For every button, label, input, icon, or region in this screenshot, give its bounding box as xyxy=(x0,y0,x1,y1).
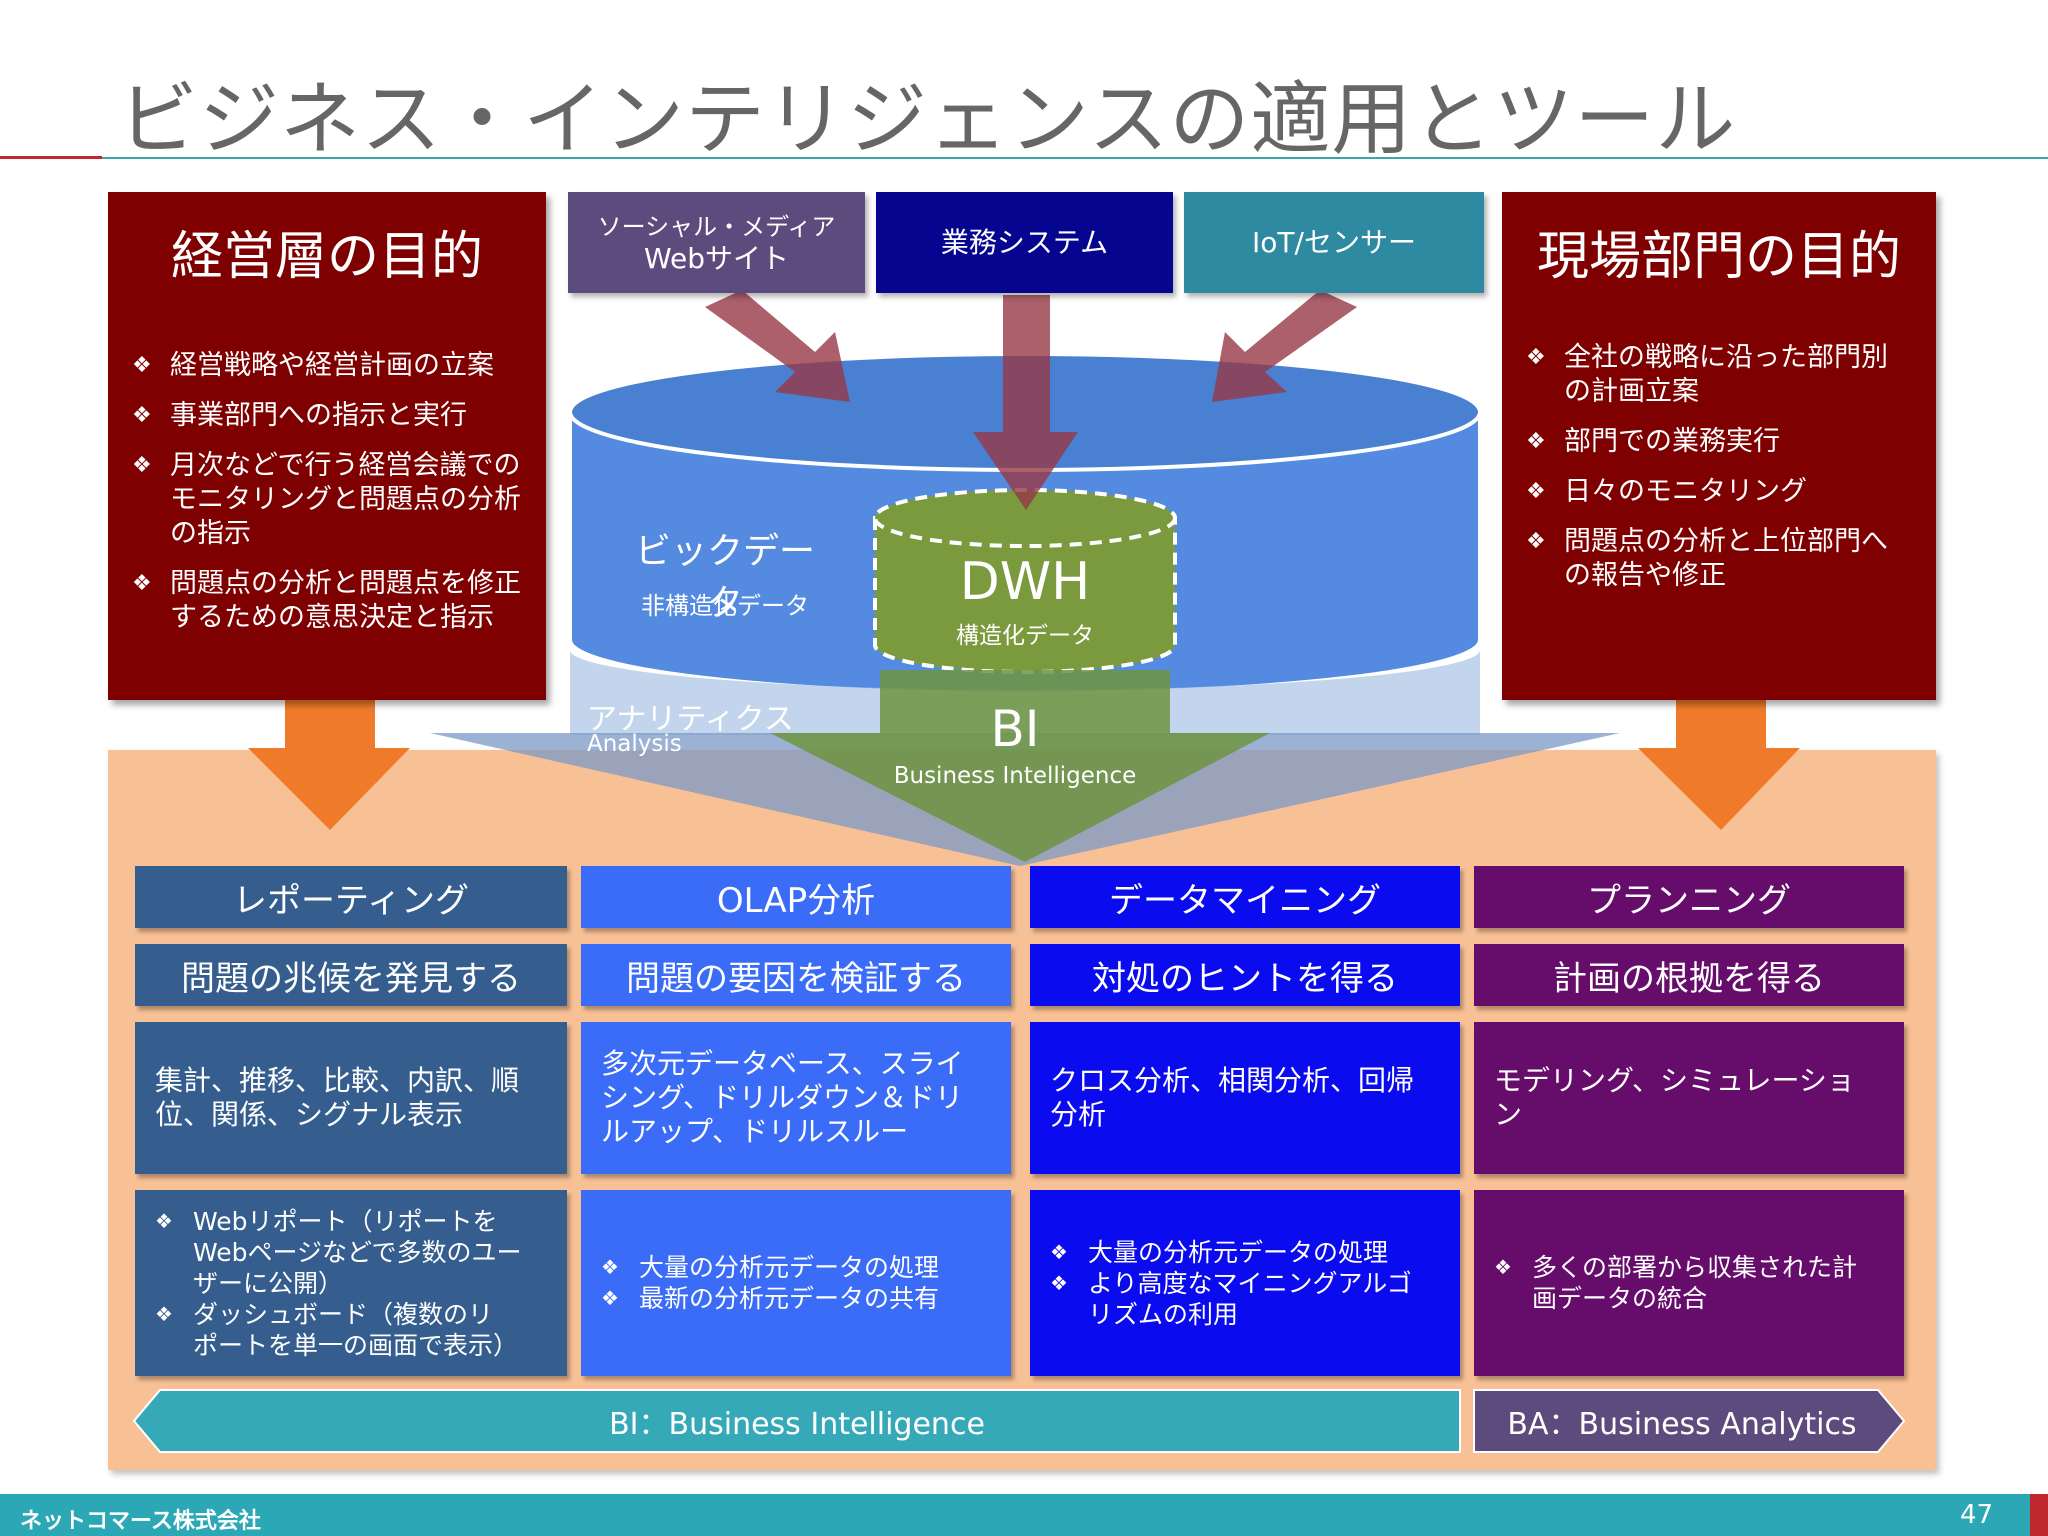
dwh-label: DWH xyxy=(959,552,1091,612)
analytics-en-label: Analysis xyxy=(587,731,682,757)
bi-band-shape xyxy=(132,1389,1461,1453)
column-mining-purpose: 対処のヒントを得る xyxy=(1030,944,1460,1006)
bi-en-label: Business Intelligence xyxy=(893,763,1137,789)
column-mining-header: データマイニング xyxy=(1030,866,1460,928)
source-social-line2: Webサイト xyxy=(643,241,790,275)
arrow-right-orange xyxy=(1638,676,1800,830)
column-reporting-methods: 集計、推移、比較、内訳、順位、関係、シグナル表示 xyxy=(135,1022,567,1174)
column-olap-header: OLAP分析 xyxy=(581,866,1011,928)
feature-item: 大量の分析元データの処理 xyxy=(601,1252,939,1283)
source-social-media: ソーシャル・メディア Webサイト xyxy=(568,192,865,293)
column-planning-methods: モデリング、シミュレーション xyxy=(1474,1022,1904,1174)
dwh-sublabel: 構造化データ xyxy=(956,623,1094,649)
bi-label: BI xyxy=(990,700,1040,758)
field-purpose-heading: 現場部門の目的 xyxy=(1536,227,1901,287)
source-iot-label: IoT/センサー xyxy=(1252,225,1416,259)
page-number: 47 xyxy=(1960,1500,1994,1530)
column-reporting-header: レポーティング xyxy=(135,866,567,928)
management-purpose-list: 経営戦略や経営計画の立案 事業部門への指示と実行 月次などで行う経営会議でのモニ… xyxy=(130,349,536,635)
arrow-social xyxy=(705,290,850,402)
column-olap-purpose: 問題の要因を検証する xyxy=(581,944,1011,1006)
analytics-label: アナリティクス xyxy=(587,702,794,737)
page-title: ビジネス・インテリジェンスの適用とツール xyxy=(118,73,1737,166)
ba-band-shape xyxy=(1473,1389,1906,1453)
bigdata-label: ビックデータ xyxy=(634,531,815,624)
bi-band-label: BI：Business Intelligence xyxy=(609,1407,985,1442)
column-olap-features: 大量の分析元データの処理 最新の分析元データの共有 xyxy=(581,1190,1011,1376)
column-reporting-purpose: 問題の兆候を発見する xyxy=(135,944,567,1006)
arrow-left-orange xyxy=(248,676,410,830)
column-olap-methods: 多次元データベース、スライシング、ドリルダウン＆ドリルアップ、ドリルスルー xyxy=(581,1022,1011,1174)
source-social-line1: ソーシャル・メディア xyxy=(597,212,836,241)
management-purpose-heading: 経営層の目的 xyxy=(170,227,483,287)
title-underline-teal xyxy=(102,157,2048,159)
field-purpose-item: 部門での業務実行 xyxy=(1524,425,1926,459)
column-mining-methods: クロス分析、相関分析、回帰分析 xyxy=(1030,1022,1460,1174)
feature-item: 大量の分析元データの処理 xyxy=(1050,1237,1412,1268)
footer-accent xyxy=(2030,1494,2048,1536)
column-planning-purpose: 計画の根拠を得る xyxy=(1474,944,1904,1006)
management-purpose-item: 経営戦略や経営計画の立案 xyxy=(130,349,536,383)
arrow-iot xyxy=(1212,290,1357,402)
feature-item: 最新の分析元データの共有 xyxy=(601,1283,939,1314)
source-business-system: 業務システム xyxy=(876,192,1173,293)
ba-band-label: BA：Business Analytics xyxy=(1507,1407,1857,1442)
column-planning-header: プランニング xyxy=(1474,866,1904,928)
field-purpose-item: 日々のモニタリング xyxy=(1524,475,1926,509)
source-business-label: 業務システム xyxy=(940,225,1109,259)
title-underline-red xyxy=(0,156,102,159)
company-name: ネットコマース株式会社 xyxy=(20,1509,261,1534)
arrow-business xyxy=(973,295,1078,510)
footer-bar xyxy=(0,1494,2048,1536)
management-purpose-item: 事業部門への指示と実行 xyxy=(130,399,536,433)
bigdata-sublabel: 非構造化データ xyxy=(641,592,809,620)
source-iot-sensor: IoT/センサー xyxy=(1184,192,1484,293)
bi-funnel xyxy=(770,670,1270,862)
management-purpose-box: 経営層の目的 経営戦略や経営計画の立案 事業部門への指示と実行 月次などで行う経… xyxy=(108,192,546,700)
